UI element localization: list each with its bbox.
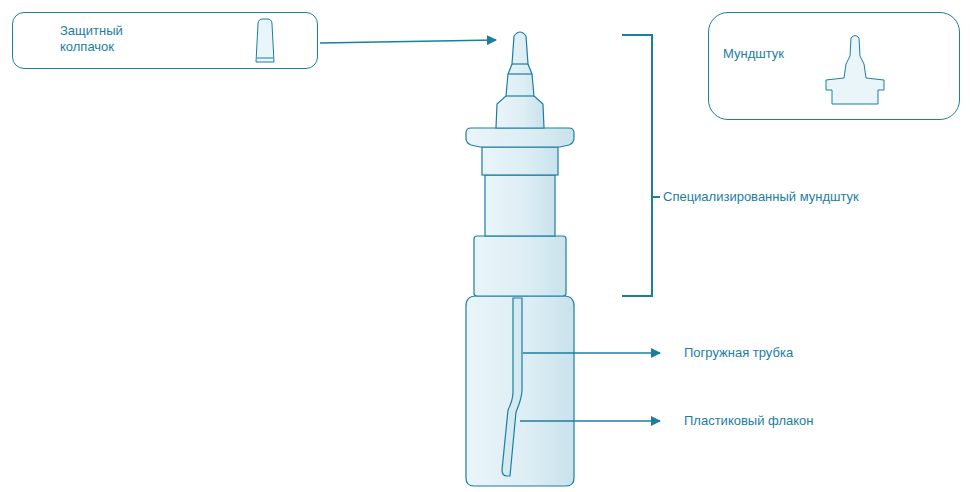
callout-box: Мундштук <box>708 12 960 120</box>
leader-arrow <box>523 352 660 354</box>
bracket <box>622 35 652 296</box>
part-label: Погружная трубка <box>682 345 795 361</box>
bracket-tick <box>652 196 660 198</box>
leader-arrow <box>320 40 496 43</box>
box-text: Защитный колпачок <box>60 23 170 55</box>
callout-box: Защитный колпачок <box>12 12 318 69</box>
spray-bottle <box>466 32 574 486</box>
mouthpiece-icon <box>826 36 884 105</box>
part-label: Специализированный мундштук <box>661 189 861 205</box>
box-text: Мундштук <box>723 46 784 62</box>
leader-arrow <box>520 420 660 422</box>
cap-icon <box>256 19 274 62</box>
part-label: Пластиковый флакон <box>682 413 816 429</box>
